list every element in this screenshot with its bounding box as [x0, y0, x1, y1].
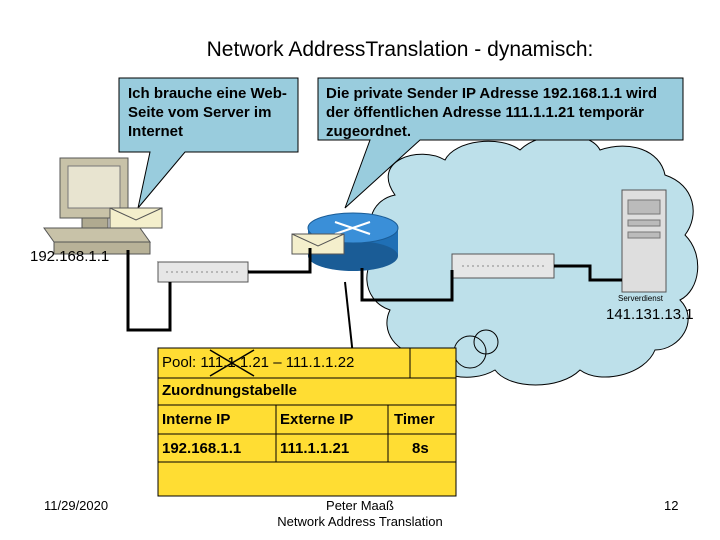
server-icon — [621, 189, 667, 293]
cable-switch-server — [554, 264, 622, 282]
pool-text: Pool: 111.1.1.21 – 111.1.1.22 — [162, 354, 355, 371]
table-title: Zuordnungstabelle — [162, 382, 297, 399]
footer-topic: Network Address Translation — [277, 514, 443, 529]
nat-table — [157, 347, 457, 497]
callout-right — [317, 77, 684, 209]
envelope-router-icon — [291, 233, 345, 255]
cross-out-line — [209, 349, 255, 377]
callout-left — [118, 77, 299, 209]
callout-left-text: Ich brauche eine Web-Seite vom Server im… — [128, 85, 287, 140]
envelope-icon — [109, 207, 163, 229]
footer-author: Peter Maaß — [326, 498, 394, 513]
switch-right-icon — [451, 253, 555, 279]
header-internal-ip: Interne IP — [162, 411, 231, 428]
cell-external-ip: 111.1.1.21 — [280, 440, 350, 457]
cable-switch-router — [248, 248, 312, 274]
ip-label-left: 192.168.1.1 — [30, 248, 110, 265]
cable-router-switch — [360, 268, 454, 302]
ip-label-right: 141.131.13.1 — [606, 306, 694, 323]
slide-title: Network AddressTranslation - dynamisch: — [206, 38, 594, 61]
cell-timer: 8s — [412, 440, 429, 457]
footer-date: 11/29/2020 — [44, 498, 109, 513]
header-external-ip: Externe IP — [280, 411, 354, 428]
switch-left-icon — [156, 261, 250, 283]
server-label: Serverdienst — [618, 294, 663, 303]
cable-pc-switch — [126, 250, 172, 332]
footer-page: 12 — [664, 498, 679, 513]
header-timer: Timer — [394, 411, 435, 428]
pc-icon — [43, 157, 151, 255]
callout-right-text: Die private Sender IP Adresse 192.168.1.… — [326, 85, 658, 140]
cell-internal-ip: 192.168.1.1 — [162, 440, 242, 457]
